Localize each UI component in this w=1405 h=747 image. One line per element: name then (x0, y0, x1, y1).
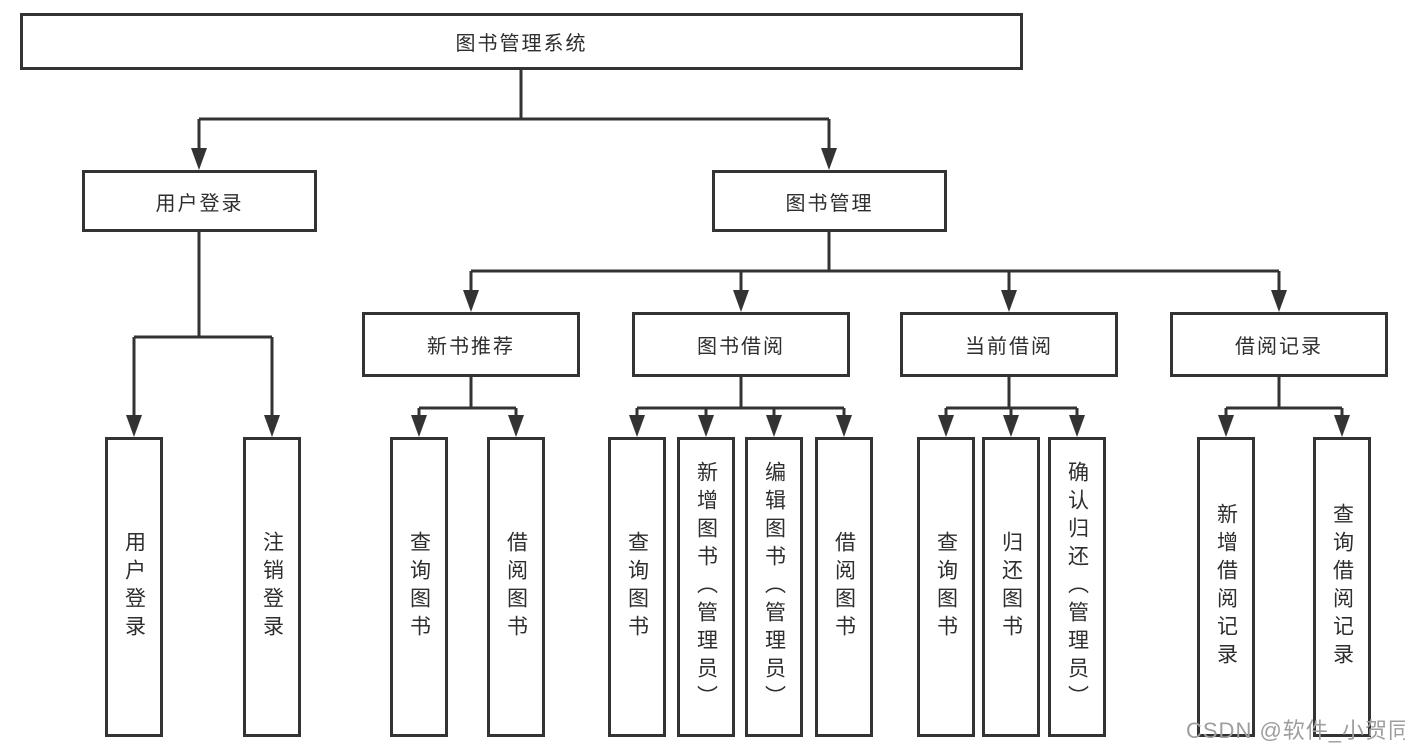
node-current-borrow: 当前借阅 (900, 312, 1118, 377)
leaf-user-login-label: 用户登录 (122, 531, 146, 643)
leaf-add-borrow-record-label: 新增借阅记录 (1214, 503, 1238, 671)
leaf-borrow-query-books-label: 查询图书 (625, 531, 649, 643)
node-current-borrow-label: 当前借阅 (965, 336, 1053, 358)
node-book-management: 图书管理 (712, 170, 947, 232)
leaf-user-login: 用户登录 (105, 437, 163, 737)
leaf-newbook-query-books-label: 查询图书 (407, 531, 431, 643)
leaf-confirm-return-admin: 确认归还（管理员） (1048, 437, 1106, 737)
arrowheads (126, 148, 1350, 437)
leaf-edit-books-admin: 编辑图书（管理员） (745, 437, 803, 737)
node-root-label: 图书管理系统 (455, 33, 588, 55)
leaf-return-books: 归还图书 (982, 437, 1040, 737)
node-user-login: 用户登录 (82, 170, 317, 232)
leaf-current-query-books-label: 查询图书 (934, 531, 958, 643)
leaf-add-books-admin-label: 新增图书（管理员） (694, 461, 718, 713)
node-root: 图书管理系统 (20, 13, 1023, 70)
node-new-book-recommend-label: 新书推荐 (427, 336, 515, 358)
leaf-edit-books-admin-label: 编辑图书（管理员） (762, 461, 786, 713)
leaf-query-borrow-record: 查询借阅记录 (1313, 437, 1371, 737)
leaf-newbook-borrow-books-label: 借阅图书 (504, 531, 528, 643)
leaf-return-books-label: 归还图书 (999, 531, 1023, 643)
leaf-borrow-books-label: 借阅图书 (832, 531, 856, 643)
node-book-management-label: 图书管理 (785, 192, 874, 215)
leaf-borrow-query-books: 查询图书 (608, 437, 666, 737)
leaf-logout: 注销登录 (243, 437, 301, 737)
node-user-login-label: 用户登录 (155, 192, 244, 215)
leaf-borrow-books: 借阅图书 (815, 437, 873, 737)
leaf-current-query-books: 查询图书 (917, 437, 975, 737)
node-borrow-record-label: 借阅记录 (1235, 336, 1323, 358)
node-new-book-recommend: 新书推荐 (362, 312, 580, 377)
leaf-query-borrow-record-label: 查询借阅记录 (1330, 503, 1354, 671)
leaf-add-books-admin: 新增图书（管理员） (677, 437, 735, 737)
leaf-add-borrow-record: 新增借阅记录 (1197, 437, 1255, 737)
node-book-borrow-label: 图书借阅 (697, 336, 785, 358)
node-borrow-record: 借阅记录 (1170, 312, 1388, 377)
csdn-watermark: CSDN @软件_小贺同学 (1186, 718, 1405, 743)
leaf-logout-label: 注销登录 (260, 531, 284, 643)
leaf-newbook-query-books: 查询图书 (390, 437, 448, 737)
leaf-newbook-borrow-books: 借阅图书 (487, 437, 545, 737)
leaf-confirm-return-admin-label: 确认归还（管理员） (1065, 461, 1089, 713)
node-book-borrow: 图书借阅 (632, 312, 850, 377)
